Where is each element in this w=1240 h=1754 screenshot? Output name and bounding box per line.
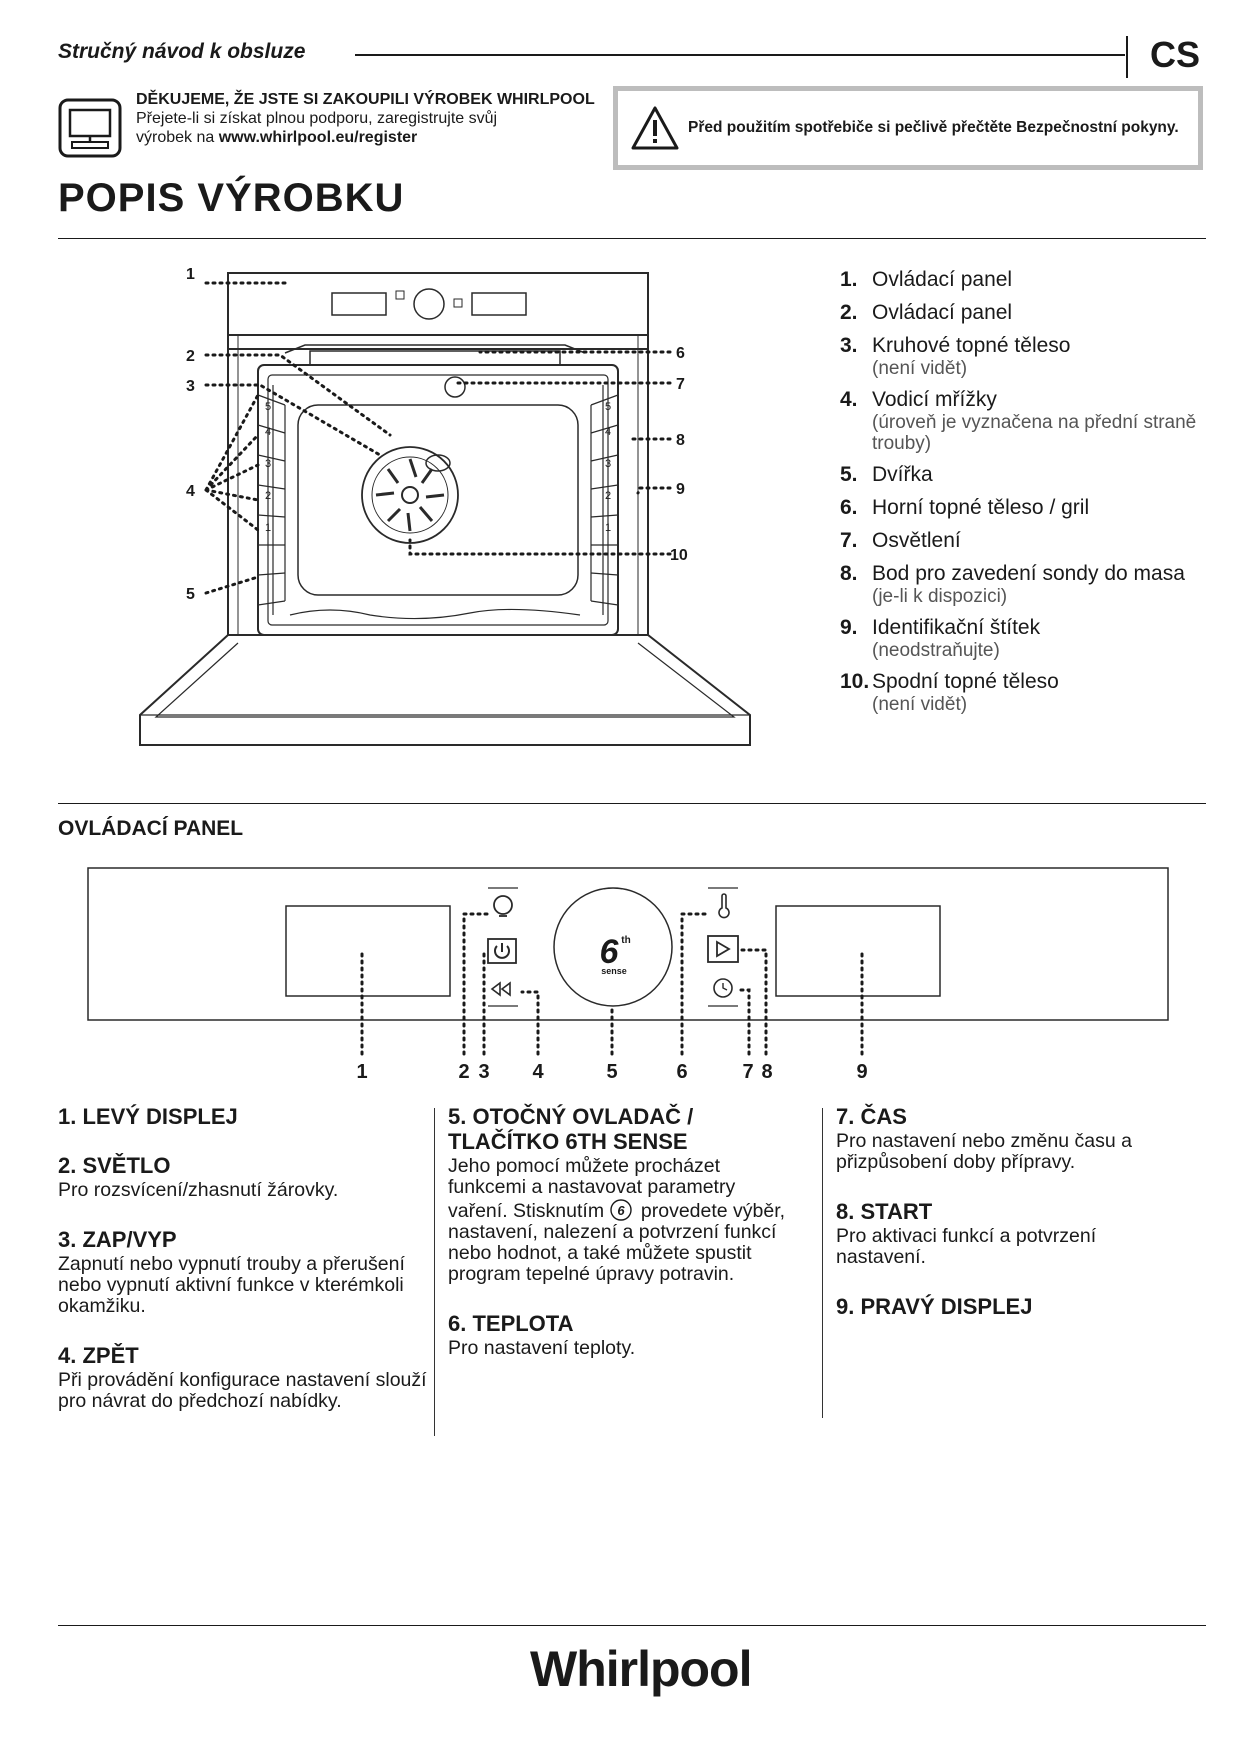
list-item: 2.Ovládací panel	[840, 301, 1013, 324]
oven-control-strip	[227, 272, 649, 336]
control-title-1: 1. LEVÝ DISPLEJ	[58, 1104, 238, 1129]
controls-column-1: 1. LEVÝ DISPLEJ 2. SVĚTLO Pro rozsvícení…	[58, 1104, 428, 1438]
control-text-6: Pro nastavení teploty.	[448, 1337, 636, 1359]
controls-column-3: 7. ČAS Pro nastavení nebo změnu času a p…	[836, 1104, 1176, 1319]
shelf-level-left-1: 1	[265, 522, 271, 534]
knob-logo-word: sense	[601, 966, 627, 976]
list-item: 3.Kruhové topné těleso(není vidět)	[840, 334, 1071, 379]
list-item: 9.Identifikační štítek(neodstraňujte)	[840, 616, 1041, 661]
warning-icon	[631, 106, 679, 150]
footer-rule	[58, 1625, 1206, 1626]
shelf-level-right-2: 2	[605, 490, 611, 502]
shelf-level-left-2: 2	[265, 490, 271, 502]
section-rule	[58, 238, 1206, 239]
shelf-level-right-1: 1	[605, 522, 611, 534]
oven-callout-10: 10	[670, 547, 688, 564]
control-panel-diagram: 6 th sense 1 2 3 4 5 6 7 8 9	[87, 867, 1169, 1083]
oven-callout-7: 7	[676, 376, 685, 393]
thanks-line2: výrobek na	[136, 129, 219, 146]
thanks-block: DĚKUJEME, ŽE JSTE SI ZAKOUPILI VÝROBEK W…	[136, 90, 596, 147]
panel-callout-6: 6	[676, 1061, 687, 1083]
parts-list: 1.Ovládací panel 2.Ovládací panel 3.Kruh…	[840, 268, 1220, 724]
oven-callout-6: 6	[676, 345, 685, 362]
list-item: 1.Ovládací panel	[840, 268, 1013, 291]
oven-callout-5: 5	[186, 586, 195, 603]
panel-frame	[87, 867, 1169, 1021]
control-title-9: 9. PRAVÝ DISPLEJ	[836, 1294, 1033, 1319]
shelf-level-right-3: 3	[605, 458, 611, 470]
column-divider	[434, 1108, 435, 1436]
column-divider	[822, 1108, 823, 1418]
panel-callout-2: 2	[458, 1061, 469, 1083]
control-text-7: Pro nastavení nebo změnu času a přizpůso…	[836, 1130, 1132, 1173]
list-item: 7.Osvětlení	[840, 529, 961, 552]
sixth-sense-press-icon: 6	[610, 1199, 633, 1221]
left-display	[285, 905, 451, 997]
section-title-product: POPIS VÝROBKU	[58, 176, 405, 220]
oven-callout-4: 4	[186, 483, 195, 500]
section-rule	[58, 803, 1206, 804]
control-text-3: Zapnutí nebo vypnutí trouby a přerušení …	[58, 1253, 405, 1317]
shelf-level-right-5: 5	[605, 401, 611, 413]
safety-warning-text: Před použitím spotřebiče si pečlivě přeč…	[688, 119, 1179, 136]
svg-text:6: 6	[618, 1203, 626, 1218]
control-title-3: 3. ZAP/VYP	[58, 1227, 177, 1252]
control-title-5: 5. OTOČNÝ OVLADAČ / TLAČÍTKO 6TH SENSE	[448, 1104, 694, 1154]
thanks-heading: DĚKUJEME, ŽE JSTE SI ZAKOUPILI VÝROBEK W…	[136, 91, 595, 108]
oven-callout-9: 9	[676, 481, 685, 498]
control-text-8: Pro aktivaci funkcí a potvrzení nastaven…	[836, 1225, 1097, 1268]
right-display	[775, 905, 941, 997]
panel-callout-5: 5	[606, 1061, 617, 1083]
panel-callout-8: 8	[761, 1061, 772, 1083]
shelf-level-left-3: 3	[265, 458, 271, 470]
register-link[interactable]: www.whirlpool.eu/register	[218, 129, 418, 146]
knob-logo-digit: 6	[600, 933, 620, 971]
panel-callout-4: 4	[532, 1061, 544, 1083]
control-text-5: Jeho pomocí můžete procházet funkcemi a …	[448, 1155, 786, 1285]
list-item: 4.Vodicí mřížky(úroveň je vyznačena na p…	[840, 388, 1197, 454]
safety-warning-box: Před použitím spotřebiče si pečlivě přeč…	[613, 86, 1203, 170]
panel-callout-1: 1	[356, 1061, 367, 1083]
control-title-4: 4. ZPĚT	[58, 1343, 139, 1368]
oven-callout-8: 8	[676, 432, 685, 449]
panel-callout-9: 9	[856, 1061, 867, 1083]
whirlpool-logo: Whirlpool	[530, 1641, 752, 1697]
list-item: 6.Horní topné těleso / gril	[840, 496, 1090, 519]
computer-icon	[58, 98, 122, 158]
panel-callout-3: 3	[478, 1061, 489, 1083]
knob-logo-sup: th	[621, 935, 630, 946]
controls-column-2: 5. OTOČNÝ OVLADAČ / TLAČÍTKO 6TH SENSE J…	[448, 1104, 793, 1385]
panel-callout-7: 7	[742, 1061, 753, 1083]
oven-callout-2: 2	[186, 348, 195, 365]
control-title-2: 2. SVĚTLO	[58, 1153, 171, 1178]
section-title-control-panel: OVLÁDACÍ PANEL	[58, 817, 244, 840]
list-item: 5.Dvířka	[840, 463, 933, 486]
oven-callout-1: 1	[186, 266, 195, 283]
document-title: Stručný návod k obsluze	[58, 40, 306, 63]
control-title-8: 8. START	[836, 1199, 933, 1224]
oven-diagram: 5 4 3 2 1 5 4 3 2 1 1 2 3 4 5 6 7 8 9 10	[139, 266, 751, 746]
shelf-level-left-5: 5	[265, 401, 271, 413]
thanks-line1: Přejete-li si získat plnou podporu, zare…	[136, 110, 498, 127]
control-title-6: 6. TEPLOTA	[448, 1311, 574, 1336]
knob	[553, 887, 673, 1007]
control-text-2: Pro rozsvícení/zhasnutí žárovky.	[58, 1179, 339, 1201]
header-divider	[1126, 36, 1128, 78]
control-text-4: Při provádění konfigurace nastavení slou…	[58, 1369, 427, 1412]
control-title-7: 7. ČAS	[836, 1104, 907, 1129]
list-item: 8.Bod pro zavedení sondy do masa(je-li k…	[840, 562, 1185, 607]
oven-callout-3: 3	[186, 378, 195, 395]
shelf-level-left-4: 4	[265, 426, 271, 438]
header-rule	[355, 54, 1125, 56]
language-code: CS	[1150, 34, 1201, 75]
shelf-level-right-4: 4	[605, 426, 611, 438]
list-item: 10.Spodní topné těleso(není vidět)	[840, 670, 1059, 715]
